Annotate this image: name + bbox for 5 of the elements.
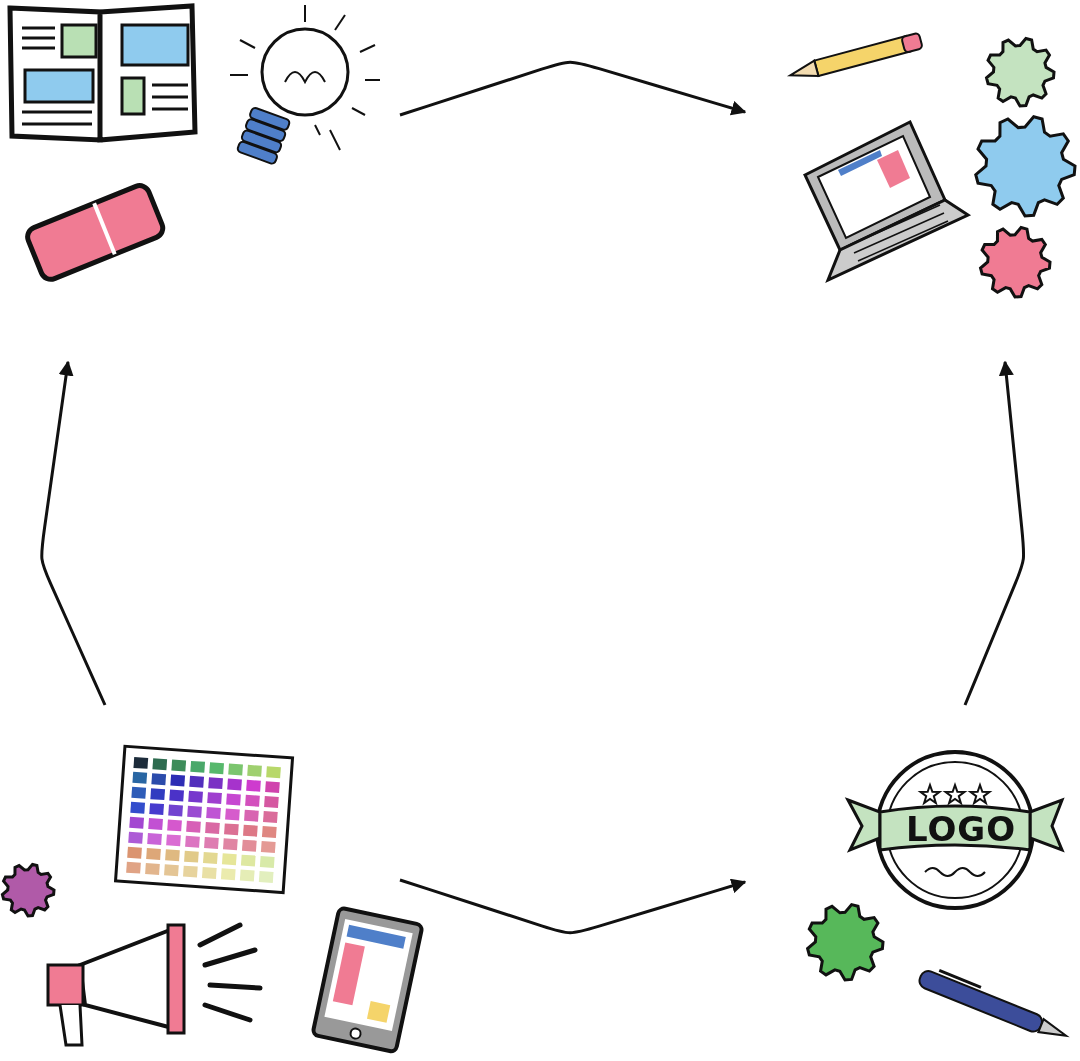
badge-text: LOGO	[906, 812, 1017, 846]
arrow	[399, 60, 747, 117]
arrow	[963, 360, 1026, 706]
arrow	[399, 878, 747, 935]
arrow	[40, 360, 107, 706]
